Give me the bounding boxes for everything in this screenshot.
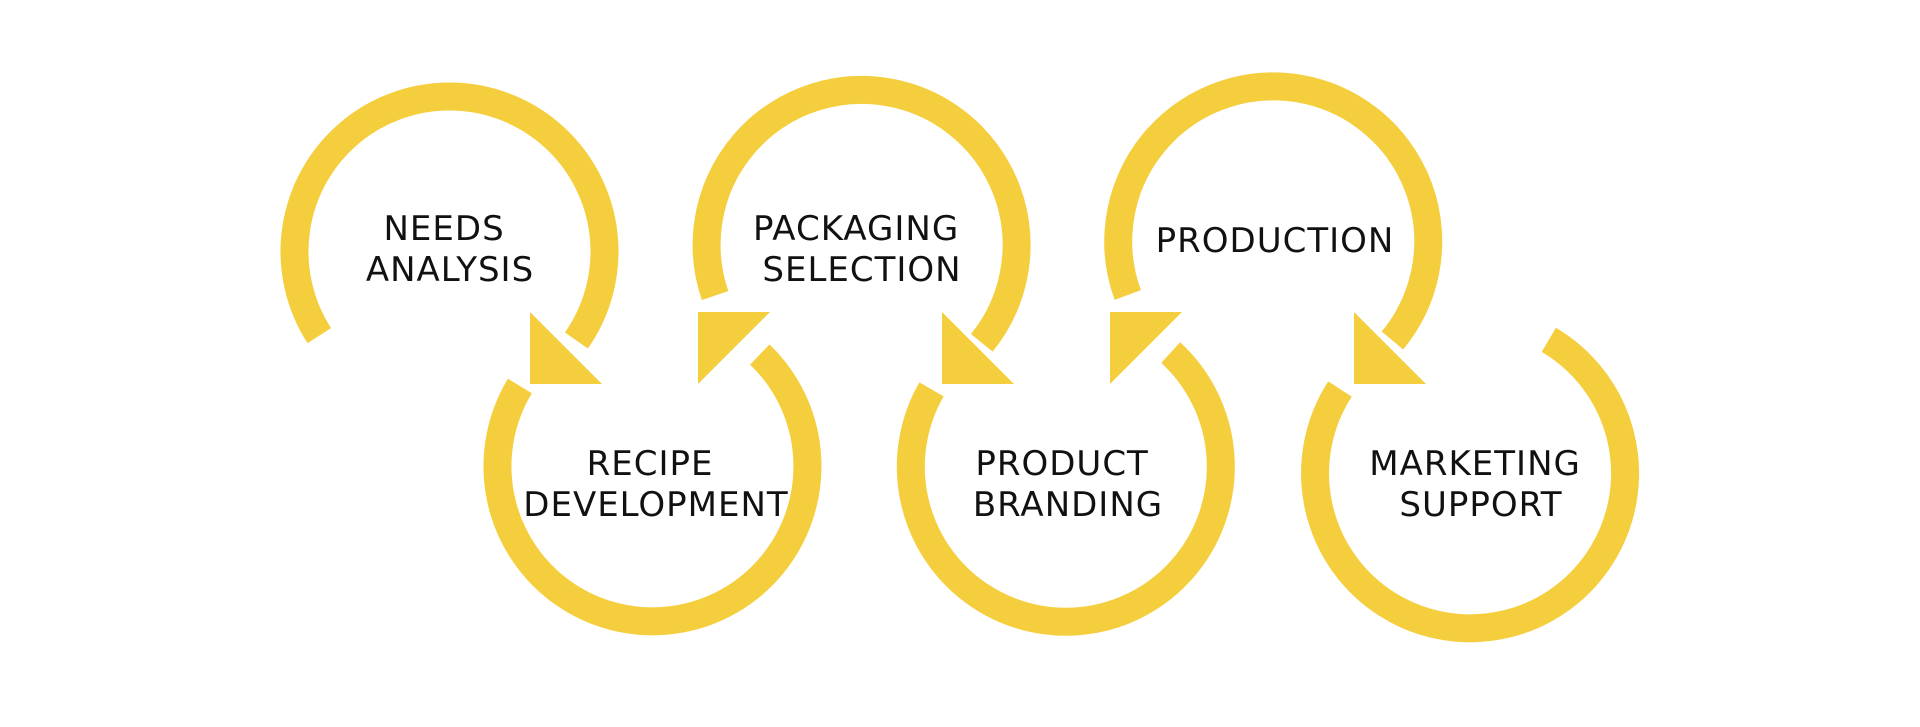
step-label-packaging-selection: PACKAGING SELECTION [753, 209, 971, 290]
cycle-arc-3 [692, 75, 1031, 352]
step-label-line: MARKETING [1369, 444, 1581, 484]
arrowhead-3 [942, 312, 1014, 384]
step-label-production: PRODUCTION [1156, 221, 1395, 261]
cycle-arc-6 [1301, 327, 1640, 643]
step-label-product-branding: PRODUCT BRANDING [973, 444, 1163, 525]
step-label-line: DEVELOPMENT [523, 485, 788, 525]
step-label-line: SELECTION [762, 250, 961, 290]
step-label-line: NEEDS [384, 209, 505, 249]
step-label-line: BRANDING [973, 485, 1163, 525]
step-label-needs-analysis: NEEDS ANALYSIS [366, 209, 534, 290]
step-label-line: PRODUCT [975, 444, 1148, 484]
arrowhead-2 [698, 312, 770, 384]
cycle-arc-2 [483, 344, 822, 636]
arrowhead-4 [1110, 312, 1182, 384]
step-label-line: PACKAGING [753, 209, 959, 249]
step-label-line: PRODUCTION [1156, 221, 1395, 261]
arrowhead-5 [1354, 312, 1426, 384]
step-label-line: ANALYSIS [366, 250, 534, 290]
cycle-arc-4 [896, 342, 1235, 636]
step-label-line: RECIPE [587, 444, 714, 484]
arrowhead-1 [530, 312, 602, 384]
step-label-recipe-development: RECIPE DEVELOPMENT [523, 444, 788, 525]
cycle-arc-1 [280, 82, 619, 349]
cycle-arc-5 [1104, 72, 1443, 350]
step-label-line: SUPPORT [1399, 485, 1562, 525]
step-label-marketing-support: MARKETING SUPPORT [1369, 444, 1592, 525]
